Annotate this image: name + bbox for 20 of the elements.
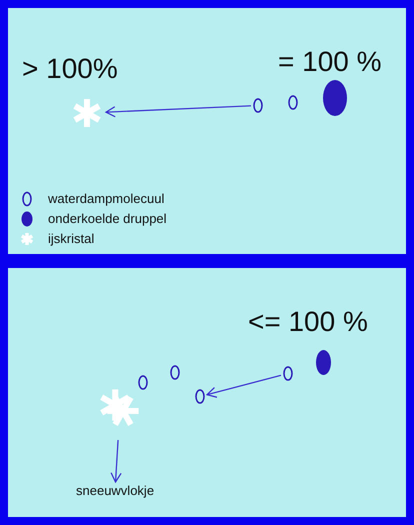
- arrow: [110, 440, 122, 483]
- percentage-label: = 100 %: [278, 48, 382, 76]
- molecule-icon: [253, 98, 263, 113]
- legend-label: waterdampmolecuul: [48, 192, 164, 205]
- molecule-icon: [288, 95, 298, 110]
- molecule-icon: [283, 366, 293, 381]
- panel: [8, 268, 406, 517]
- molecule-icon: [138, 375, 148, 390]
- arrow: [206, 374, 282, 398]
- snowflake-label: sneeuwvlokje: [76, 484, 154, 497]
- molecule-icon: [195, 389, 205, 404]
- legend-label: ijskristal: [48, 232, 94, 245]
- percentage-label: > 100%: [22, 55, 118, 83]
- percentage-label: <= 100 %: [248, 308, 368, 336]
- molecule-icon: [170, 365, 180, 380]
- droplet-icon: [316, 350, 331, 375]
- legend-label: onderkoelde druppel: [48, 212, 167, 225]
- arrow: [105, 105, 252, 118]
- panel: [8, 8, 406, 254]
- droplet-icon: [323, 80, 347, 116]
